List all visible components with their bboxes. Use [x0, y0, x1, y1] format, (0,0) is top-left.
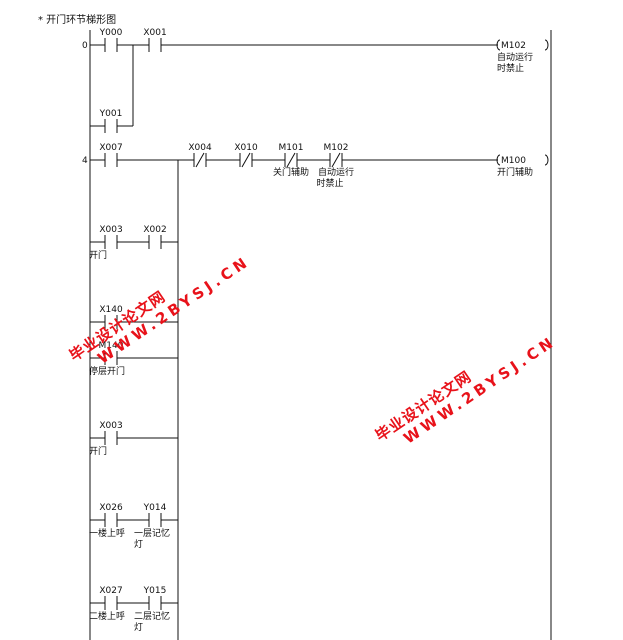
contact-m101-nc: M101 关门辅助	[273, 143, 309, 178]
contact-m102-nc: M102 自动运行 时禁止	[316, 143, 354, 189]
contact-comment: 关门辅助	[273, 166, 309, 178]
contact-label: Y000	[99, 28, 123, 38]
contact-label: Y001	[99, 109, 123, 119]
contact-label: M101	[279, 143, 304, 153]
branch-x003-x002: X003 X002 开门	[89, 225, 178, 261]
contact-label: X003	[99, 421, 122, 431]
contact-label: X140	[99, 305, 123, 315]
coil-label: M100	[501, 156, 526, 166]
diagram-title: * 开门环节梯形图	[38, 13, 116, 26]
contact-comment-line-2: 时禁止	[316, 177, 343, 189]
contact-label: X003	[99, 225, 122, 235]
contact-label: X026	[99, 503, 123, 513]
rung-step-number: 4	[82, 156, 88, 166]
contact-label: X001	[143, 28, 166, 38]
branch-x003: X003 开门	[89, 421, 178, 457]
contact-comment: 二楼上呼	[89, 610, 125, 622]
coil-comment-line-2: 时禁止	[497, 62, 524, 74]
contact-comment: 停层开门	[89, 365, 125, 377]
contact-comment: 开门	[89, 445, 107, 457]
contact-label: M140	[99, 341, 124, 351]
contact-y000-no: Y000	[99, 28, 123, 52]
contact-x007-no: X007	[99, 143, 123, 167]
contact-comment-line-2: 灯	[134, 539, 143, 550]
rung-step-number: 0	[82, 41, 88, 51]
coil-m100: M100 开门辅助	[496, 154, 549, 178]
contact-comment: 开门	[89, 249, 107, 261]
branch-y001: Y001	[90, 45, 134, 133]
contact-x010-nc: X010	[234, 143, 258, 168]
coil-label: M102	[501, 41, 526, 51]
contact-label: X004	[188, 143, 212, 153]
branch-x027-y015: X027 Y015 二楼上呼 二层记忆 灯	[89, 586, 178, 633]
rung-4: 4 X007 X004 X010	[82, 143, 549, 640]
contact-label: Y014	[143, 503, 167, 513]
branch-m140: M140 停层开门	[89, 341, 178, 377]
contact-label: X027	[99, 586, 122, 596]
contact-x004-nc: X004	[188, 143, 212, 168]
coil-m102: M102 自动运行 时禁止	[496, 39, 549, 74]
contact-comment: 一楼上呼	[89, 527, 125, 539]
coil-comment-line-1: 自动运行	[497, 51, 533, 63]
contact-label: Y015	[143, 586, 167, 596]
contact-label: M102	[324, 143, 349, 153]
contact-comment-line-1: 二层记忆	[134, 610, 170, 622]
contact-label: X007	[99, 143, 122, 153]
contact-comment-line-2: 灯	[134, 622, 143, 633]
branch-x140: X140	[90, 305, 178, 329]
contact-label: X002	[143, 225, 166, 235]
contact-label: X010	[234, 143, 258, 153]
contact-comment-line-1: 一层记忆	[134, 527, 170, 539]
coil-comment: 开门辅助	[497, 166, 533, 178]
contact-x001-no: X001	[143, 28, 167, 52]
rung-0: 0 Y000 X001 Y001 M102 自动运	[82, 28, 549, 133]
branch-x026-y014: X026 Y014 一楼上呼 一层记忆 灯	[89, 503, 178, 550]
contact-comment-line-1: 自动运行	[318, 166, 354, 178]
